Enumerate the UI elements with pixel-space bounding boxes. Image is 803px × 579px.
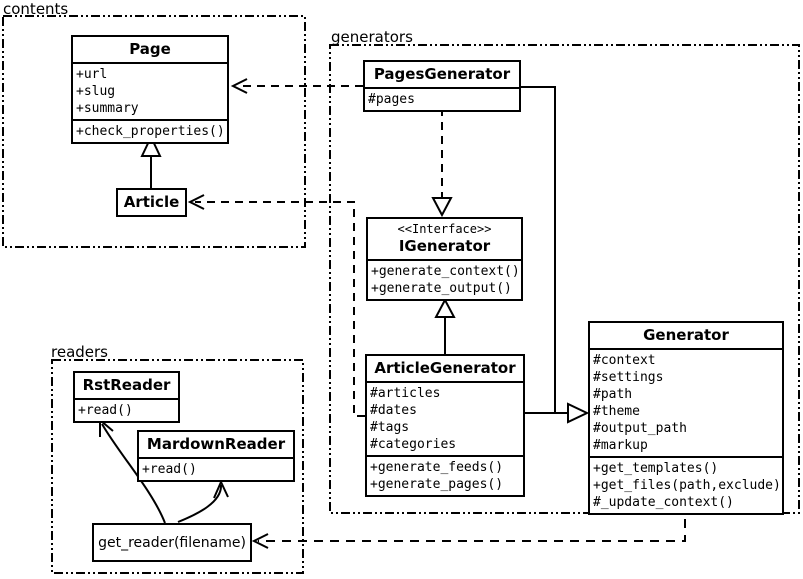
class-page-methods: +check_properties() [73,119,227,142]
class-rstreader: RstReader +read() [73,371,180,423]
class-articlegenerator-methods: +generate_feeds() +generate_pages() [367,455,523,495]
arrowhead-triangle-generator [567,402,590,424]
package-label-contents: contents [3,0,69,18]
class-pagesgenerator: PagesGenerator #pages [363,60,521,112]
method: #_update_context() [593,495,734,510]
class-mardownreader-title: MardownReader [146,435,286,453]
method: +get_files(path,exclude) [593,478,781,493]
get-reader-node: get_reader(filename) [92,523,252,562]
attribute: #tags [370,420,410,435]
attribute: #path [593,387,633,402]
attribute: #markup [593,438,648,453]
edge-articlegenerator-depends-article [195,201,365,417]
attribute: #categories [370,437,457,452]
class-mardownreader-methods: +read() [139,457,293,480]
attribute: #output_path [593,421,687,436]
class-igenerator-title: <<Interface>> IGenerator [368,219,521,259]
attribute: #theme [593,404,640,419]
class-page: Page +url +slug +summary +check_properti… [71,35,229,144]
attribute: +url [76,67,108,82]
package-label-generators: generators [331,28,413,46]
attribute: #pages [368,92,415,107]
arrowhead-open-mardownreader [213,479,229,499]
contents-package-border [2,15,306,248]
attribute: #context [593,353,656,368]
arrowhead-triangle-igenerator-bottom [434,297,456,318]
attribute: #articles [370,386,441,401]
class-article-title: Article [123,193,180,211]
attribute: +summary [76,101,139,116]
class-igenerator-methods: +generate_context() +generate_output() [368,259,521,299]
edge-getreader-mardownreader [177,484,223,523]
class-rstreader-title: RstReader [82,376,171,394]
arrowhead-open-page [230,78,248,94]
method: +generate_pages() [370,477,504,492]
method: +generate_feeds() [370,460,504,475]
method: +read() [142,462,197,477]
arrowhead-open-article [187,194,205,210]
method: +read() [78,403,133,418]
class-pagesgenerator-title: PagesGenerator [373,65,511,83]
method: +check_properties() [76,124,225,139]
attribute: +slug [76,84,116,99]
class-articlegenerator-attributes: #articles #dates #tags #categories [367,381,523,455]
class-igenerator-name: IGenerator [398,237,491,255]
method: +generate_output() [371,281,512,296]
edge-pagesgenerator-inherits-generator [521,86,568,414]
class-page-title: Page [129,40,171,58]
class-generator: Generator #context #settings #path #them… [588,321,784,515]
method: +get_templates() [593,461,719,476]
class-article: Article [116,188,187,217]
arrowhead-triangle-igenerator-top [431,197,453,218]
class-pagesgenerator-attributes: #pages [365,87,519,110]
class-mardownreader: MardownReader +read() [137,430,295,482]
edge-generator-depends-getreader [258,503,686,542]
class-igenerator: <<Interface>> IGenerator +generate_conte… [366,217,523,301]
edge-getreader-rstreader [101,423,166,524]
arrowhead-triangle-page [140,134,162,157]
attribute: #settings [593,370,664,385]
get-reader-label: get_reader(filename) [98,534,246,551]
class-articlegenerator: ArticleGenerator #articles #dates #tags … [365,354,525,497]
method: +generate_context() [371,264,520,279]
attribute: #dates [370,403,417,418]
class-generator-methods: +get_templates() +get_files(path,exclude… [590,456,782,513]
generators-package-border [329,44,800,514]
class-articlegenerator-title: ArticleGenerator [374,359,516,377]
package-label-readers: readers [51,343,108,361]
arrowhead-open-getreader [251,533,269,549]
class-generator-title: Generator [643,326,729,344]
class-igenerator-stereotype: <<Interface>> [397,222,492,236]
class-generator-attributes: #context #settings #path #theme #output_… [590,348,782,456]
class-page-attributes: +url +slug +summary [73,62,227,119]
class-rstreader-methods: +read() [75,398,178,421]
readers-package-border [51,359,304,574]
